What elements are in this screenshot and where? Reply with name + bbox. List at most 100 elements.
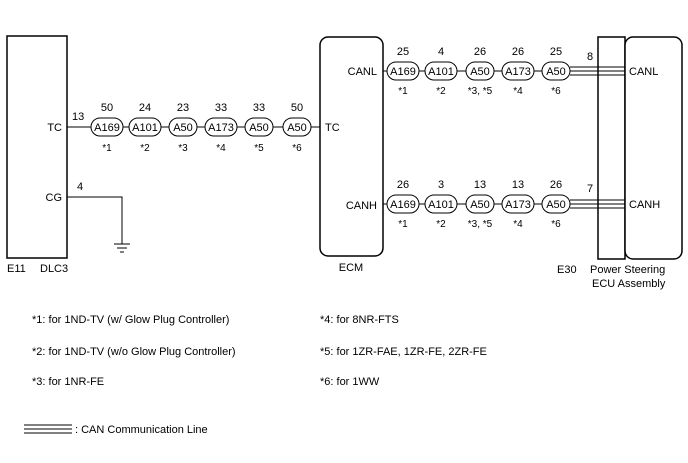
canh-connector-name: A101 xyxy=(428,199,454,211)
tc-connector-note: *3 xyxy=(178,143,188,154)
canh-connector: A169 26 *1 xyxy=(386,179,420,230)
canl-connector-name: A50 xyxy=(470,66,490,78)
ecm-canh-label: CANH xyxy=(346,200,377,212)
tc-connector: A101 24 *2 xyxy=(128,102,162,154)
canl-connector-shape xyxy=(465,61,495,81)
canl-connector-pin: 26 xyxy=(474,46,486,58)
canl-connector-note: *4 xyxy=(513,86,523,97)
ps-canh-pin: 7 xyxy=(587,183,593,195)
ps-ecu-name-line1: Power Steering xyxy=(590,264,665,276)
canh-connector-pin: 26 xyxy=(397,179,409,191)
tc-connector-pin: 33 xyxy=(215,102,227,114)
canh-connector-note: *2 xyxy=(436,219,446,230)
tc-connector-pin: 24 xyxy=(139,102,151,114)
dlc3-name: DLC3 xyxy=(40,263,68,275)
canh-connector-shape xyxy=(465,194,495,214)
canl-connector-shape xyxy=(386,61,420,81)
canl-connector-note: *3, *5 xyxy=(468,86,493,97)
dlc3-cg-pin: 4 xyxy=(77,181,83,193)
canh-connector-shape xyxy=(386,194,420,214)
note-3: *3: for 1NR-FE xyxy=(32,376,104,388)
tc-connector: A169 50 *1 xyxy=(90,102,124,154)
ps-ecu-outer-box xyxy=(597,36,626,260)
canl-connector: A50 25 *6 xyxy=(541,46,571,97)
canl-connector: A169 25 *1 xyxy=(386,46,420,97)
canl-connector-name: A101 xyxy=(428,66,454,78)
canh-connector-shape xyxy=(541,194,571,214)
canh-connector-shape xyxy=(424,194,458,214)
note-2: *2: for 1ND-TV (w/o Glow Plug Controller… xyxy=(32,346,236,358)
canh-connector-name: A50 xyxy=(546,199,566,211)
canl-connector-pin: 26 xyxy=(512,46,524,58)
note-1: *1: for 1ND-TV (w/ Glow Plug Controller) xyxy=(32,314,229,326)
canh-connector-note: *1 xyxy=(398,219,408,230)
ecm-box xyxy=(319,36,384,257)
tc-connector: A173 33 *4 xyxy=(204,102,238,154)
tc-connector-name: A50 xyxy=(287,122,307,134)
ps-ecu-box xyxy=(624,36,683,260)
note-6: *6: for 1WW xyxy=(320,376,380,388)
tc-connector: A50 23 *3 xyxy=(168,102,198,154)
canh-connector-note: *6 xyxy=(551,219,561,230)
canl-connector: A50 26 *3, *5 xyxy=(465,46,495,97)
ps-ecu-id: E30 xyxy=(557,264,577,276)
dlc3-id: E11 xyxy=(7,263,26,275)
ecm-tc-label: TC xyxy=(325,122,340,134)
canh-connector-shape xyxy=(501,194,535,214)
note-5: *5: for 1ZR-FAE, 1ZR-FE, 2ZR-FE xyxy=(320,346,487,358)
ps-canl-pin: 8 xyxy=(587,51,593,63)
ps-canh-label: CANH xyxy=(629,199,660,211)
cg-ground-wire xyxy=(67,196,123,244)
can-line-legend-label: : CAN Communication Line xyxy=(75,424,208,436)
ps-canl-label: CANL xyxy=(629,66,658,78)
canl-connector-name: A169 xyxy=(390,66,416,78)
tc-connector-name: A173 xyxy=(208,122,234,134)
tc-connector-note: *2 xyxy=(140,143,150,154)
tc-connector-name: A50 xyxy=(249,122,269,134)
canh-connector-name: A173 xyxy=(505,199,531,211)
canl-connector-note: *2 xyxy=(436,86,446,97)
canh-connector-name: A169 xyxy=(390,199,416,211)
dlc3-tc-pin: 13 xyxy=(72,111,84,123)
tc-connector-note: *4 xyxy=(216,143,226,154)
canl-connector-name: A50 xyxy=(546,66,566,78)
tc-connector-row: A16950*1A10124*2A5023*3A17333*4A5033*5A5… xyxy=(90,102,312,154)
tc-connector-shape xyxy=(128,117,162,137)
tc-connector-name: A50 xyxy=(173,122,193,134)
tc-connector-shape xyxy=(282,117,312,137)
canh-connector-note: *3, *5 xyxy=(468,219,493,230)
tc-connector-shape xyxy=(244,117,274,137)
canl-connector-note: *1 xyxy=(398,86,408,97)
tc-connector-pin: 23 xyxy=(177,102,189,114)
ground-icon xyxy=(114,243,130,253)
canl-connector-note: *6 xyxy=(551,86,561,97)
canl-connector-shape xyxy=(424,61,458,81)
canl-connector: A173 26 *4 xyxy=(501,46,535,97)
ps-ecu-name-line2: ECU Assembly xyxy=(592,278,666,290)
tc-connector-name: A169 xyxy=(94,122,120,134)
canh-connector-pin: 26 xyxy=(550,179,562,191)
canl-connector-pin: 25 xyxy=(550,46,562,58)
tc-connector-pin: 50 xyxy=(101,102,113,114)
canl-connector-name: A173 xyxy=(505,66,531,78)
canh-connector: A50 26 *6 xyxy=(541,179,571,230)
canh-connector-pin: 3 xyxy=(438,179,444,191)
tc-connector-name: A101 xyxy=(132,122,158,134)
ecm-canl-label: CANL xyxy=(348,66,377,78)
tc-connector-note: *1 xyxy=(102,143,112,154)
dlc3-cg-label: CG xyxy=(46,192,63,204)
canl-connector-pin: 25 xyxy=(397,46,409,58)
tc-connector-pin: 33 xyxy=(253,102,265,114)
note-4: *4: for 8NR-FTS xyxy=(320,314,399,326)
dlc3-tc-label: TC xyxy=(47,122,62,134)
tc-connector-shape xyxy=(204,117,238,137)
tc-connector-pin: 50 xyxy=(291,102,303,114)
